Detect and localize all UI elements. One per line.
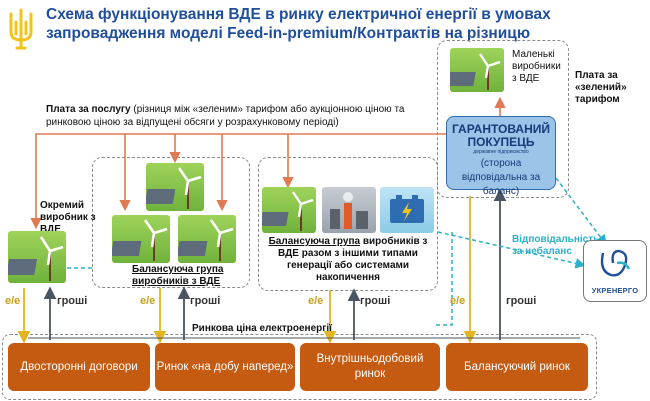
small-producer-tile — [450, 48, 504, 92]
balancing-group-tile-left — [112, 215, 170, 263]
balancing-group-tile-top — [146, 163, 204, 211]
green-tariff-payment-label: Плата за «зелений» тарифом — [575, 70, 627, 105]
guaranteed-buyer-box: ГАРАНТОВАНИЙ ПОКУПЕЦЬ державне підприємс… — [446, 116, 556, 197]
page-title: Схема функціонування ВДЕ в ринку електри… — [46, 6, 551, 42]
mixed-balancing-group-label: Балансуюча група виробників з ВДЕ разом … — [268, 236, 428, 283]
money-label-2: гроші — [190, 295, 221, 307]
payment-service-text: Плата за послугу (різниця між «зеленим» … — [46, 104, 405, 128]
ukrenergo-name: УКРЕНЕРГО — [591, 286, 639, 295]
battery-icon — [390, 195, 424, 223]
trident-emblem-icon — [9, 8, 33, 50]
responsibility-label: Відповідальність за небаланс — [512, 234, 600, 257]
mixed-group-res-tile — [262, 187, 316, 233]
market-price-label: Ринкова ціна електроенергії — [192, 323, 332, 334]
market-frame — [2, 334, 597, 400]
wind-solar-icon — [450, 53, 501, 90]
mixed-group-storage-tile — [380, 187, 434, 233]
ee-label-4: е/е — [450, 295, 466, 307]
market-day-ahead: Ринок «на добу наперед» — [155, 343, 295, 391]
ukrenergo-box: УКРЕНЕРГО — [583, 240, 647, 302]
market-bilateral: Двосторонні договори — [8, 343, 150, 391]
balancing-group-label: Балансуюча група виробників з ВДЕ — [132, 264, 224, 287]
money-label-4: гроші — [506, 295, 537, 307]
ee-label-3: е/е — [308, 295, 324, 307]
guaranteed-buyer-name: ГАРАНТОВАНИЙ ПОКУПЕЦЬ — [451, 122, 550, 149]
power-plant-icon — [330, 192, 368, 229]
ee-label-2: е/е — [140, 295, 156, 307]
ukrenergo-logo-icon — [600, 249, 631, 277]
guaranteed-buyer-subtitle: державне підприємство — [473, 149, 529, 155]
wind-solar-icon — [262, 191, 314, 231]
wind-solar-icon — [112, 219, 168, 261]
money-label-3: гроші — [360, 295, 391, 307]
market-balancing: Балансуючий ринок — [446, 343, 588, 391]
separate-producer-label: Окремий виробник з ВДЕ — [40, 200, 96, 235]
ee-label-1: е/е — [5, 295, 21, 307]
wind-solar-icon — [8, 236, 64, 281]
balancing-group-tile-right — [178, 215, 236, 263]
small-producers-label: Маленькі виробники з ВДЕ — [512, 49, 561, 84]
wind-solar-icon — [146, 167, 202, 209]
money-label-1: гроші — [57, 295, 88, 307]
mixed-group-thermal-tile — [322, 187, 376, 233]
market-intraday: Внутрішньодобовий ринок — [300, 343, 440, 391]
wind-solar-icon — [178, 219, 234, 261]
separate-producer-tile — [8, 231, 66, 283]
guaranteed-buyer-role: (сторона відповідальна за баланс) — [461, 158, 541, 197]
